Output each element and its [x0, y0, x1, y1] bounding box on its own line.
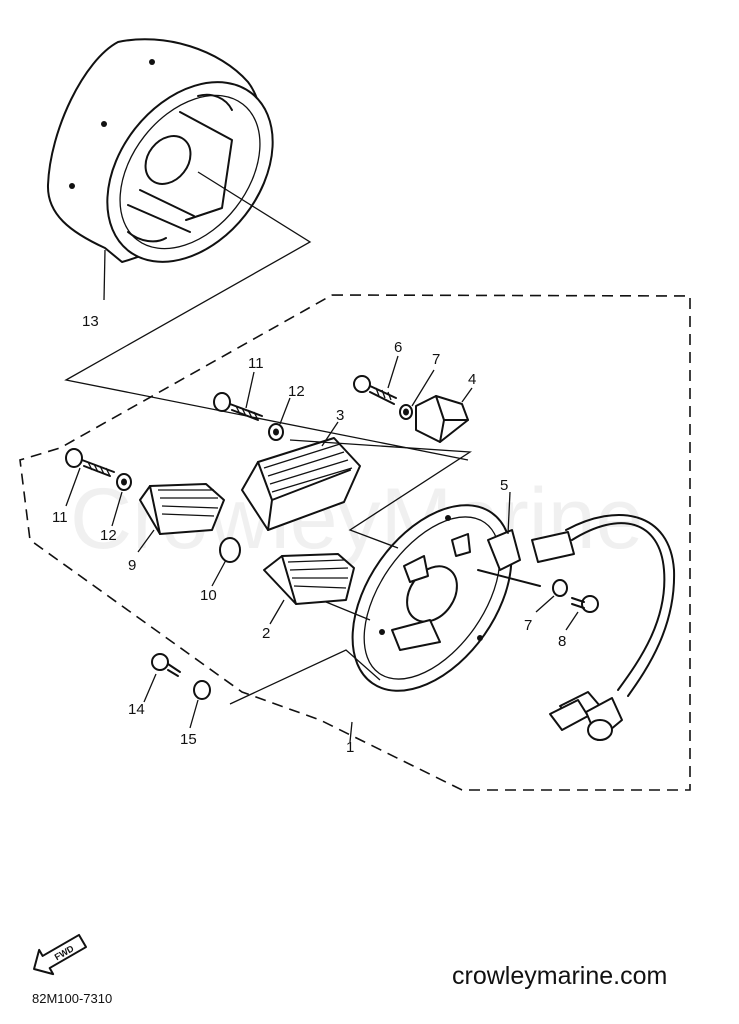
- screw-11-lower: [65, 448, 115, 477]
- part-4: [415, 395, 469, 443]
- wire-harness: [531, 513, 676, 741]
- callout-2: 2: [262, 625, 270, 642]
- callout-7-upper: 7: [432, 351, 440, 368]
- leader-4: [461, 387, 473, 403]
- bracket-1: [229, 649, 381, 705]
- callout-12-lower: 12: [100, 527, 117, 544]
- callout-7-lower: 7: [524, 617, 532, 634]
- callout-3: 3: [336, 407, 344, 424]
- stator-plate-1: [351, 504, 513, 692]
- washer-15: [193, 680, 211, 700]
- site-label: crowleymarine.com: [452, 962, 667, 990]
- callout-10: 10: [200, 587, 217, 604]
- callout-15: 15: [180, 731, 197, 748]
- leader-14: [143, 673, 157, 703]
- leader-10: [211, 559, 227, 587]
- clamp-5: [477, 529, 541, 587]
- flywheel-13: [46, 38, 274, 263]
- leader-5: [507, 491, 511, 535]
- callout-6: 6: [394, 339, 402, 356]
- bracket-2: [325, 601, 371, 621]
- washer-7-lower: [552, 579, 568, 597]
- screw-6: [353, 375, 397, 405]
- assembly-outline: [19, 294, 691, 791]
- callout-4: 4: [468, 371, 476, 388]
- leader-9: [137, 529, 155, 553]
- coil-9: [139, 483, 225, 535]
- washer-12-upper: [268, 423, 284, 441]
- leader-12-lower: [111, 491, 123, 527]
- bracket-13: [64, 171, 469, 461]
- leader-7-upper: [411, 369, 435, 407]
- coil-2: [263, 553, 355, 605]
- callout-11-lower: 11: [52, 509, 68, 526]
- leader-13: [103, 249, 106, 301]
- fwd-arrow-icon: FWD: [33, 933, 88, 976]
- leader-7-lower: [535, 595, 555, 613]
- bracket-3: [289, 439, 472, 549]
- screw-11-upper: [213, 392, 263, 421]
- coil-3: [241, 437, 361, 531]
- leader-11-lower: [65, 467, 81, 507]
- leader-1: [349, 721, 353, 743]
- leader-6: [387, 355, 399, 389]
- callout-14: 14: [128, 701, 145, 718]
- screw-8: [571, 595, 599, 613]
- leader-2: [269, 599, 285, 625]
- diagram-code: 82M100-7310: [32, 991, 112, 1006]
- washer-7-upper: [399, 404, 413, 420]
- callout-8: 8: [558, 633, 566, 650]
- callout-9: 9: [128, 557, 136, 574]
- callout-13: 13: [82, 313, 99, 330]
- leader-11-upper: [245, 371, 255, 409]
- callout-12-upper: 12: [288, 383, 305, 400]
- callout-11-upper: 11: [248, 355, 264, 372]
- leader-12-upper: [279, 397, 291, 425]
- callout-1: 1: [346, 739, 354, 756]
- leader-8: [565, 611, 579, 631]
- callout-5: 5: [500, 477, 508, 494]
- leader-15: [189, 699, 199, 729]
- bolt-14: [151, 653, 181, 677]
- washer-12-lower: [116, 473, 132, 491]
- spacer-10: [219, 537, 241, 563]
